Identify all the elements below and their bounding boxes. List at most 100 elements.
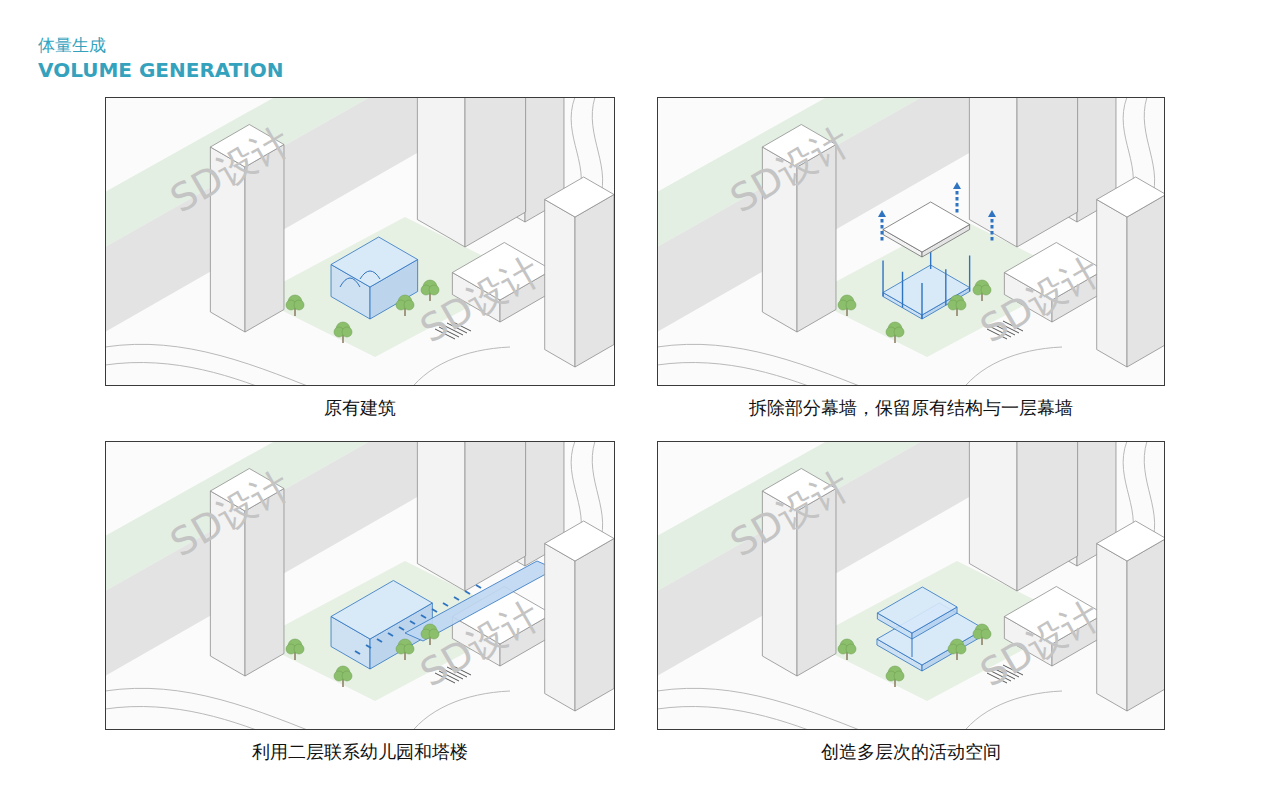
flow-arrow xyxy=(410,621,415,624)
building-roof xyxy=(331,237,418,287)
building-roof xyxy=(1097,521,1165,561)
subtitle: VOLUME GENERATION xyxy=(38,58,284,82)
road-curve xyxy=(657,344,887,386)
panel-illustration xyxy=(105,441,615,730)
tree-crown xyxy=(846,644,856,654)
building-face xyxy=(1017,441,1078,591)
path-curve xyxy=(957,347,1062,386)
building-face xyxy=(545,200,575,368)
panel-illustration xyxy=(657,97,1165,386)
flow-arrow xyxy=(399,627,404,630)
road-curve xyxy=(105,344,335,386)
panel-caption: 利用二层联系幼儿园和塔楼 xyxy=(106,741,614,763)
tree-crown xyxy=(404,644,414,654)
flow-arrow xyxy=(454,597,459,600)
tree-crown xyxy=(342,671,352,681)
path-curve xyxy=(405,347,510,386)
column xyxy=(882,261,883,297)
building-face xyxy=(417,97,465,247)
flow-arrow xyxy=(476,585,481,588)
tree-crown xyxy=(846,300,856,310)
tree-crown xyxy=(894,327,904,337)
arrow-head xyxy=(988,210,996,217)
tree-crown xyxy=(894,671,904,681)
building-roof xyxy=(877,587,957,633)
building-roof xyxy=(883,202,970,252)
building-face xyxy=(575,195,614,368)
building-roof xyxy=(545,521,614,561)
tree-crown xyxy=(429,285,439,295)
road-curve xyxy=(105,363,285,386)
tree-crown xyxy=(294,644,304,654)
panel-caption: 创造多层次的活动空间 xyxy=(658,741,1164,763)
tree-crown xyxy=(956,644,966,654)
building-face xyxy=(969,97,1017,247)
tree-crown xyxy=(404,300,414,310)
column xyxy=(945,269,946,305)
tree-crown xyxy=(956,300,966,310)
column xyxy=(912,639,913,657)
tree-crown xyxy=(429,629,439,639)
road-curve xyxy=(657,688,887,730)
arrow-dash xyxy=(956,209,959,213)
building-face xyxy=(465,97,526,247)
panel-frame: 原有建筑 xyxy=(105,97,615,386)
arrow-head xyxy=(953,182,961,189)
panel-frame: 利用二层联系幼儿园和塔楼 xyxy=(105,441,615,730)
road-curve xyxy=(657,707,837,730)
tree-crown xyxy=(342,327,352,337)
building-roof xyxy=(1097,177,1165,217)
arrow-dash xyxy=(991,231,994,235)
road-curve xyxy=(657,363,837,386)
tree-crown xyxy=(981,285,991,295)
flow-arrow xyxy=(377,639,382,642)
arrow-dash xyxy=(881,225,884,229)
flow-arrow xyxy=(432,609,437,612)
panel-frame: 创造多层次的活动空间 xyxy=(657,441,1165,730)
panel-caption: 拆除部分幕墙，保留原有结构与一层幕墙 xyxy=(658,397,1164,419)
path-curve xyxy=(957,691,1062,730)
flow-arrow xyxy=(465,591,470,594)
arrow-head xyxy=(878,210,886,217)
column xyxy=(921,283,922,319)
arrow-dash xyxy=(956,203,959,207)
building-roof xyxy=(545,177,614,217)
road-curve xyxy=(105,688,335,730)
arrow-dash xyxy=(881,237,884,241)
building-face xyxy=(545,544,575,712)
building-face xyxy=(417,441,465,591)
building-face xyxy=(575,539,614,712)
arrow-dash xyxy=(991,237,994,241)
panel-illustration xyxy=(657,441,1165,730)
arrow-dash xyxy=(991,219,994,223)
flow-arrow xyxy=(421,615,426,618)
flow-arrow xyxy=(366,645,371,648)
tree-crown xyxy=(294,300,304,310)
flow-arrow xyxy=(443,603,448,606)
panel-caption: 原有建筑 xyxy=(106,397,614,419)
arrow-dash xyxy=(991,225,994,229)
path-curve xyxy=(405,691,510,730)
building-face xyxy=(969,441,1017,591)
building-face xyxy=(465,441,526,591)
tree-crown xyxy=(981,629,991,639)
title: 体量生成 xyxy=(38,35,106,55)
flow-arrow xyxy=(355,651,360,654)
column xyxy=(969,256,970,292)
column xyxy=(902,272,903,308)
building-face xyxy=(1127,539,1165,712)
arrow-dash xyxy=(956,197,959,201)
building-face xyxy=(1127,195,1165,368)
building-roof xyxy=(883,265,970,315)
panel-frame: 拆除部分幕墙，保留原有结构与一层幕墙 xyxy=(657,97,1165,386)
arrow-dash xyxy=(881,219,884,223)
flow-arrow xyxy=(388,633,393,636)
arrow-dash xyxy=(956,191,959,195)
panel-illustration xyxy=(105,97,615,386)
building-face xyxy=(1017,97,1078,247)
arrow-dash xyxy=(881,231,884,235)
road-curve xyxy=(105,707,285,730)
